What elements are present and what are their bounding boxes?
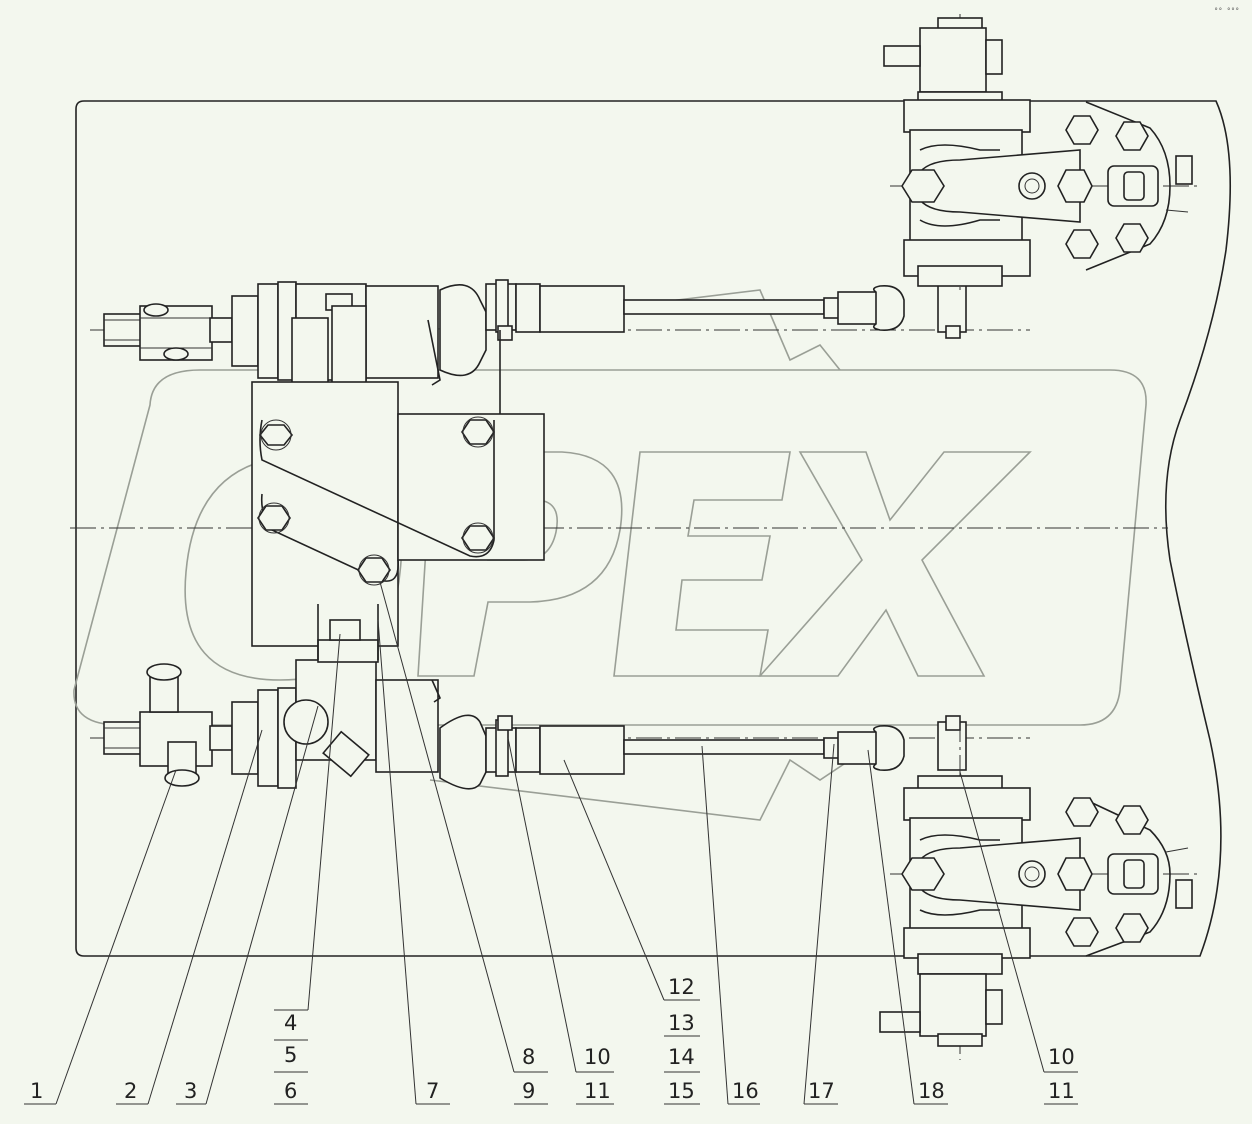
lower-cylinder-assembly xyxy=(90,604,1030,790)
callout-17: 17 xyxy=(808,1079,835,1103)
callout-10-lower: 10 xyxy=(584,1045,611,1069)
callout-5: 5 xyxy=(284,1043,297,1067)
callout-2: 2 xyxy=(124,1079,137,1103)
mounting-bracket xyxy=(251,381,545,647)
callout-numbers: 1 2 3 4 5 6 7 8 9 10 11 12 13 14 15 16 1… xyxy=(30,975,1075,1103)
callout-11-lower: 11 xyxy=(584,1079,611,1103)
callout-8: 8 xyxy=(522,1045,535,1069)
corner-mark: °° °°° xyxy=(1214,7,1239,15)
callout-14: 14 xyxy=(668,1045,695,1069)
lower-brake-caliper xyxy=(879,716,1200,1060)
callout-4: 4 xyxy=(284,1011,297,1035)
base-plate xyxy=(75,100,1232,957)
callout-3: 3 xyxy=(184,1079,197,1103)
bolt-heads xyxy=(257,416,495,586)
callout-6: 6 xyxy=(284,1079,297,1103)
callout-13: 13 xyxy=(668,1011,695,1035)
callout-9: 9 xyxy=(522,1079,535,1103)
upper-cylinder-assembly xyxy=(90,279,1030,439)
callout-7: 7 xyxy=(426,1079,439,1103)
leader-lines xyxy=(24,581,1078,1105)
callout-1: 1 xyxy=(30,1079,43,1103)
callout-18: 18 xyxy=(918,1079,945,1103)
callout-11-right: 11 xyxy=(1048,1079,1075,1103)
callout-12: 12 xyxy=(668,975,695,999)
callout-15: 15 xyxy=(668,1079,695,1103)
callout-10-right: 10 xyxy=(1048,1045,1075,1069)
callout-16: 16 xyxy=(732,1079,759,1103)
upper-brake-caliper xyxy=(883,14,1200,290)
opex-watermark xyxy=(73,289,1147,821)
